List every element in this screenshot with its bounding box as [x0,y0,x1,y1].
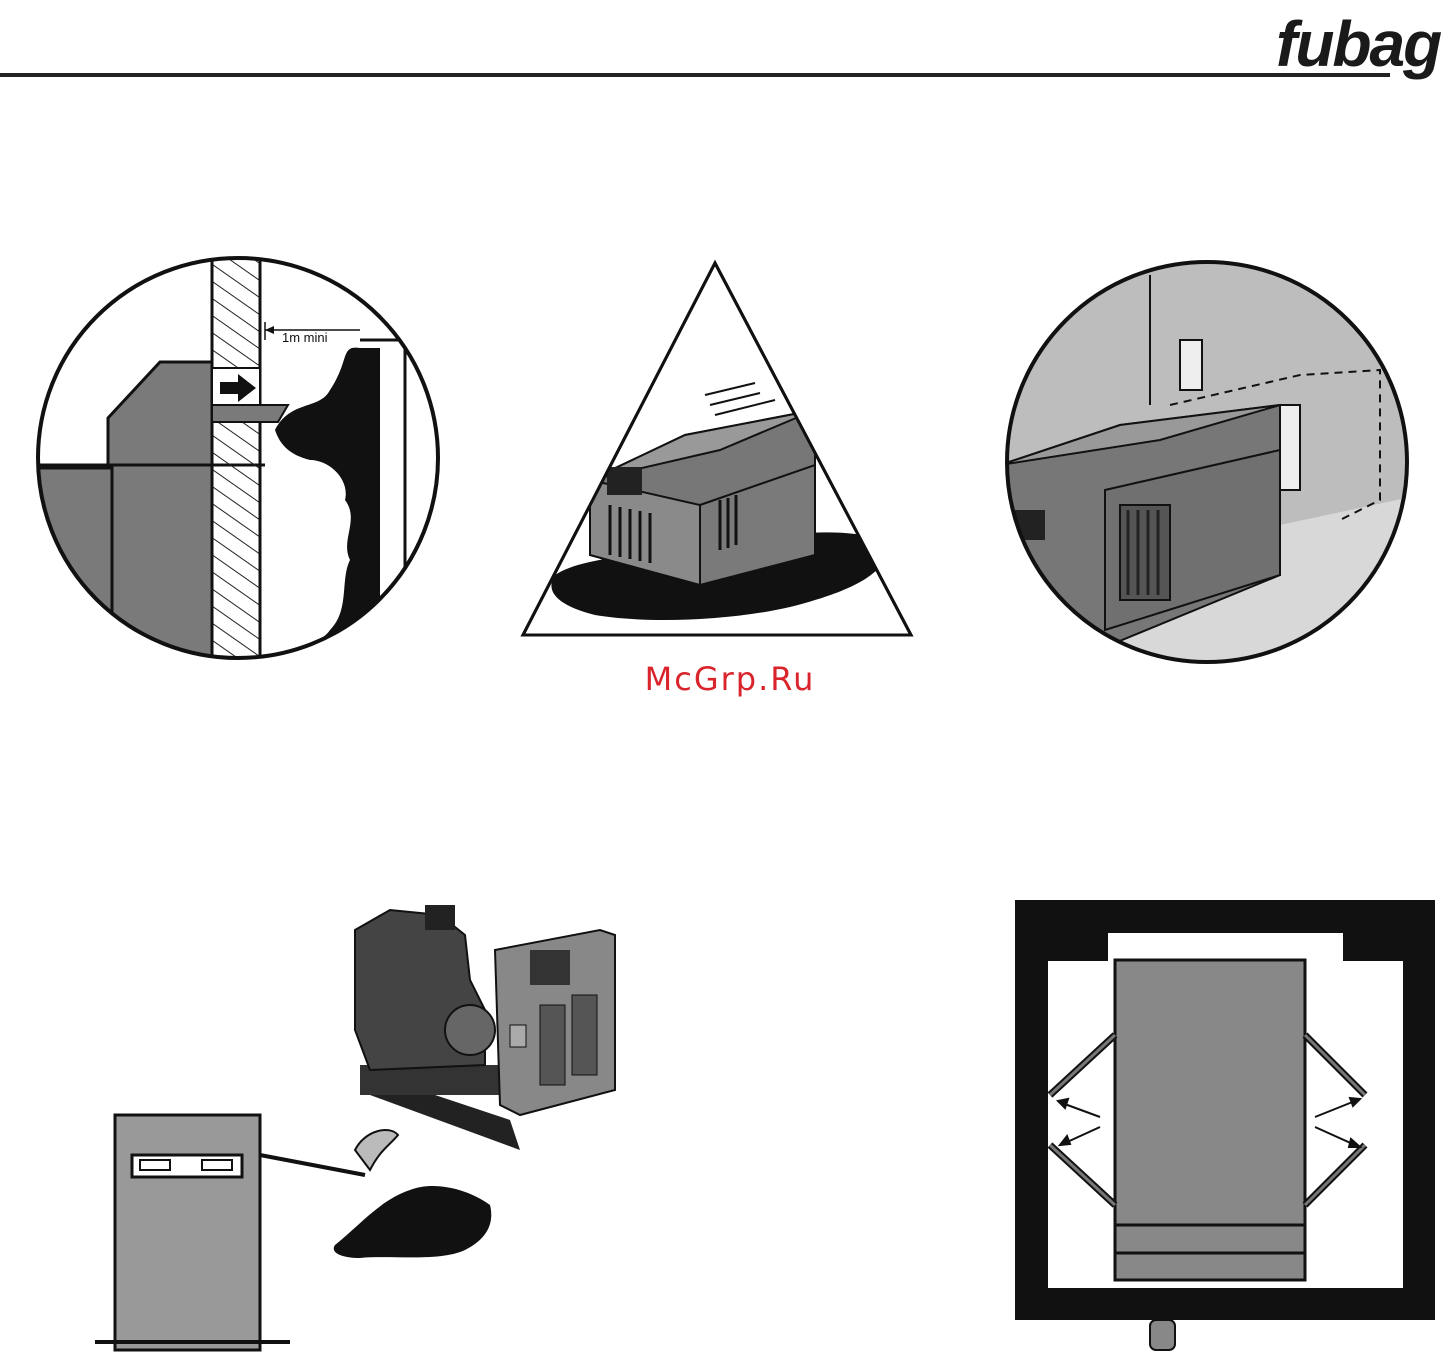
watermark-text: McGrp.Ru [600,660,860,698]
clearance-illustration: 1m mini [20,250,460,670]
refueling-spill-illustration [90,890,630,1355]
fubag-logo: fubag [1272,8,1448,86]
svg-text:fubag: fubag [1276,8,1441,80]
genset-warning-triangle [515,255,925,645]
room-airflow-diagram [1010,895,1440,1355]
clearance-label: 1m mini [282,330,328,345]
header-rule [0,73,1390,77]
room-ventilation-illustration [1000,255,1420,675]
